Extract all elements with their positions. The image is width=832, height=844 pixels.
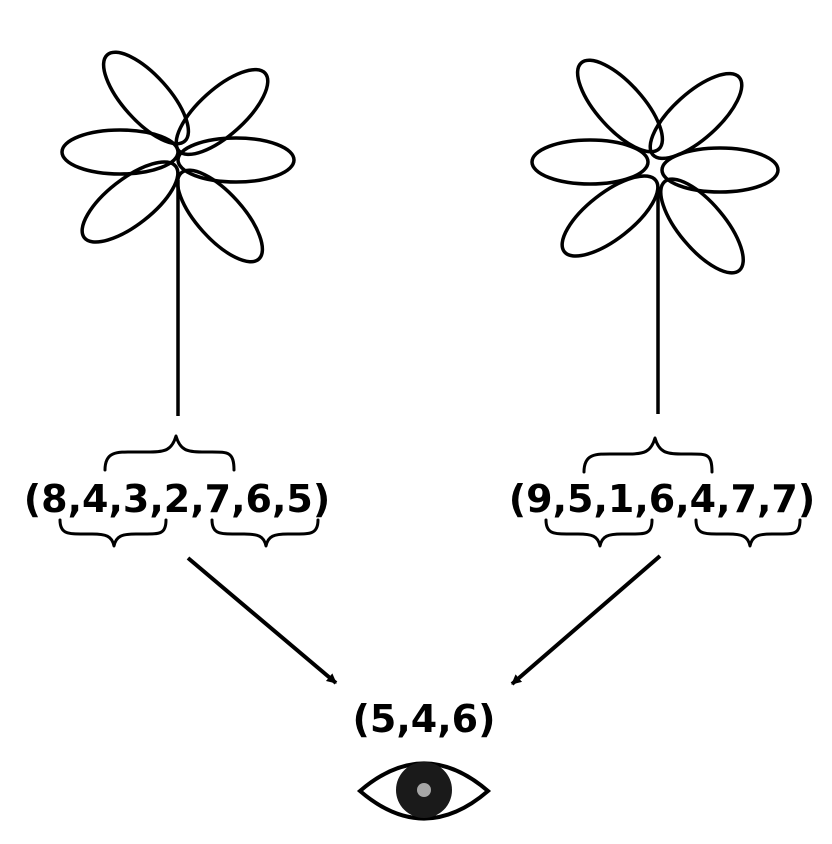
- left-upper-brace: [103, 434, 236, 472]
- right-lower-brace-2: [694, 518, 802, 548]
- result-tuple: (5,4,6): [353, 697, 496, 741]
- petal: [659, 177, 745, 275]
- petal: [530, 138, 650, 186]
- left-arrow: [186, 556, 338, 685]
- petal: [575, 58, 665, 154]
- right-flower: [530, 58, 780, 275]
- petal: [60, 128, 180, 176]
- petal: [175, 168, 265, 264]
- left-lower-brace-2: [210, 518, 320, 548]
- left-flower: [60, 50, 296, 264]
- right-upper-brace: [582, 436, 714, 474]
- petal: [101, 50, 191, 146]
- left-lower-brace-1: [58, 518, 168, 548]
- petal: [560, 174, 660, 258]
- eye-icon: [356, 761, 492, 821]
- left-sequence: (8,4,3,2,7,6,5): [24, 477, 330, 521]
- right-lower-brace-1: [544, 518, 654, 548]
- right-sequence: (9,5,1,6,4,7,7): [509, 477, 815, 521]
- petal: [176, 136, 296, 184]
- petal: [174, 67, 270, 157]
- petal: [648, 71, 744, 161]
- petal: [80, 160, 180, 244]
- right-arrow: [510, 554, 662, 686]
- petal: [660, 146, 780, 194]
